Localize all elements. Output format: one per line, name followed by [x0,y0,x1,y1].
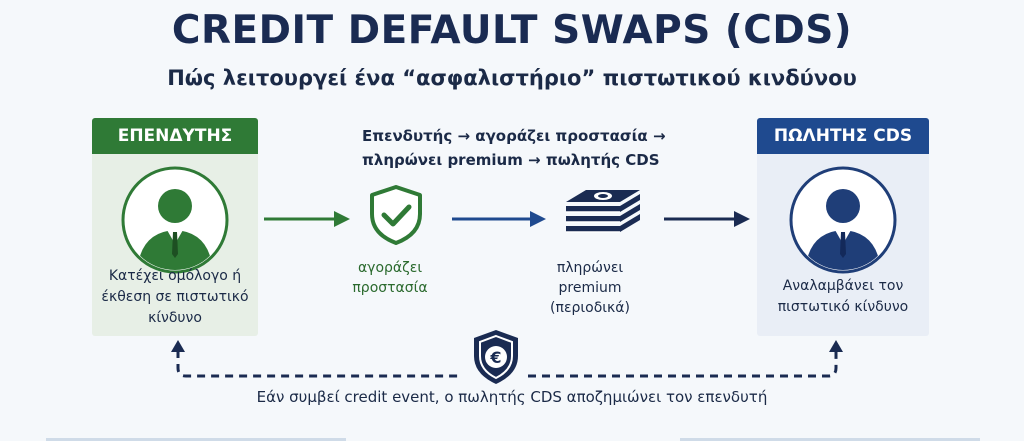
seller-header: ΠΩΛΗΤΗΣ CDS [757,118,929,154]
protection-caption: αγοράζει προστασία [352,260,428,296]
arrow-investor-to-protection [264,211,350,227]
premium-caption: πληρώνει premium (περιοδικά) [550,260,630,316]
flow-description: Επενδυτής → αγοράζει προστασία → πληρώνε… [362,127,666,169]
investor-header: ΕΠΕΝΔΥΤΗΣ [92,118,258,154]
bottom-divider [0,438,1024,441]
seller-text: Αναλαμβάνει τον πιστωτικό κίνδυνο [777,278,909,315]
svg-text:€: € [489,348,501,367]
shield-check-icon [366,184,426,246]
investor-text: Κατέχει ομόλογο ή έκθεση σε πιστωτικό κί… [101,268,249,326]
investor-panel: ΕΠΕΝΔΥΤΗΣ Κατέχει ομόλογο ή έκθεση σε πι… [92,118,258,336]
money-stack-icon [562,186,644,242]
euro-shield-icon: € [470,328,522,386]
arrow-protection-to-premium [452,211,546,227]
title: CREDIT DEFAULT SWAPS (CDS) [171,8,853,53]
seller-panel: ΠΩΛΗΤΗΣ CDS Αναλαμβάνει τον πιστωτικό κί… [757,118,929,336]
seller-avatar-icon [789,166,897,274]
subtitle: Πώς λειτουργεί ένα “ασφαλιστήριο” πιστωτ… [167,66,857,90]
credit-event-text: Εάν συμβεί credit event, ο πωλητής CDS α… [256,388,768,406]
credit-event-return-arrow [171,340,843,378]
arrow-premium-to-seller [664,211,750,227]
investor-avatar-icon [121,166,229,274]
